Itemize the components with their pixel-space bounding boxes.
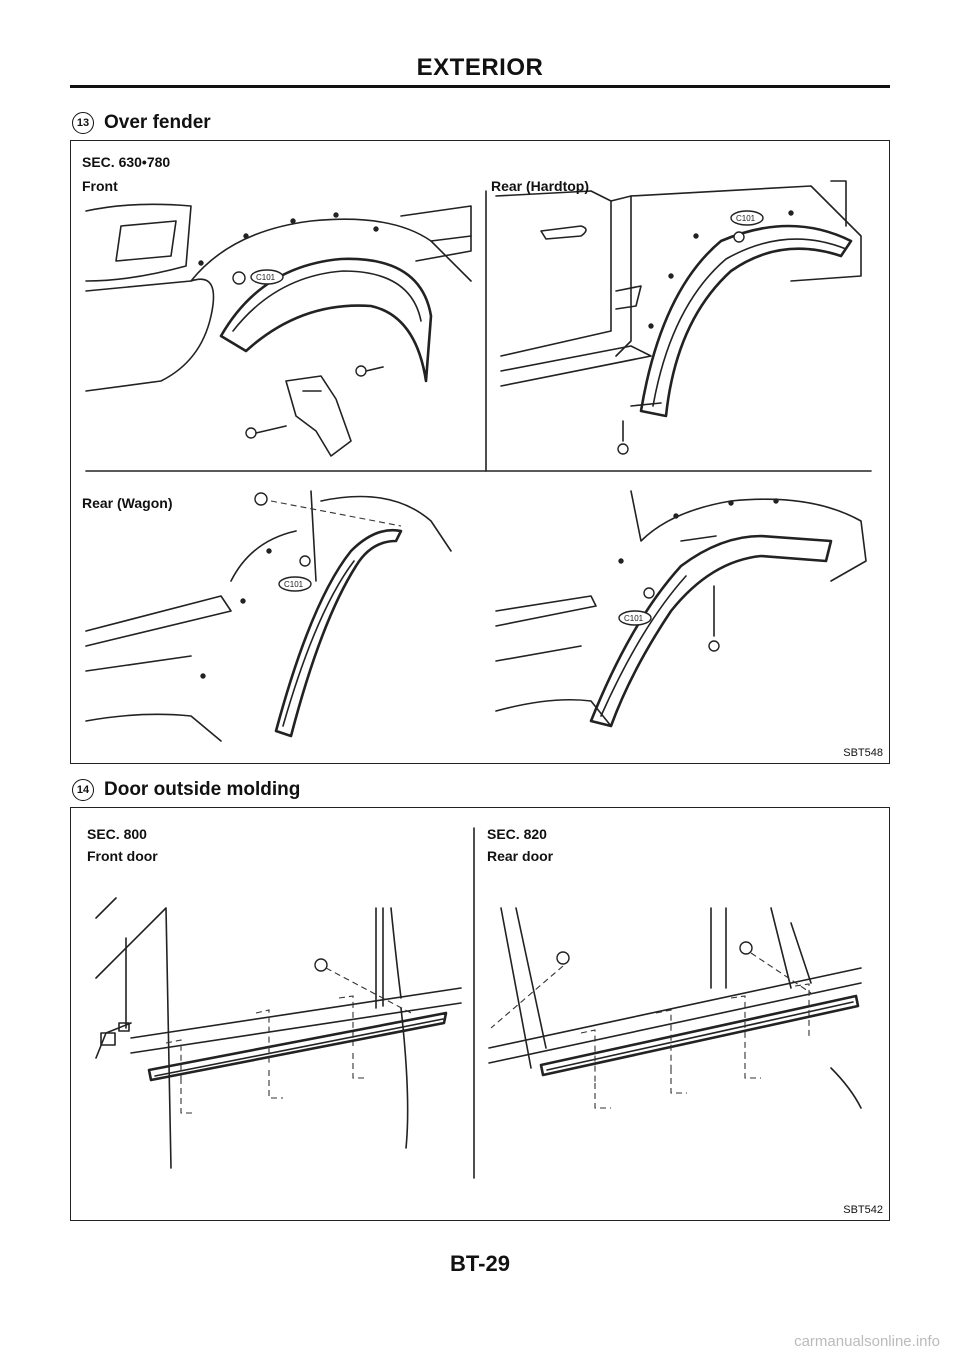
hardtop-clip-label: C101 bbox=[736, 214, 756, 223]
wagon-alt-clip-label: C101 bbox=[624, 614, 644, 623]
rear-wagon-label: Rear (Wagon) bbox=[82, 495, 173, 511]
section-14-title: Door outside molding bbox=[104, 779, 301, 800]
front-clip-label: C101 bbox=[256, 273, 276, 282]
sec-820-label: SEC. 820 bbox=[487, 826, 547, 842]
section-13-title: Over fender bbox=[104, 112, 211, 133]
rear-hardtop-drawing: C101 bbox=[495, 180, 862, 455]
front-door-label: Front door bbox=[87, 848, 158, 864]
over-fender-illustration: C101 C101 bbox=[85, 180, 872, 742]
section-14-heading: 14 Door outside molding bbox=[72, 779, 300, 801]
page-header: EXTERIOR bbox=[70, 54, 890, 88]
front-door-drawing bbox=[95, 897, 462, 1169]
rear-door-drawing bbox=[488, 907, 862, 1109]
page-number: BT-29 bbox=[450, 1251, 510, 1276]
watermark: carmanualsonline.info bbox=[794, 1333, 940, 1350]
page-title: EXTERIOR bbox=[416, 54, 544, 81]
sec-800-label: SEC. 800 bbox=[87, 826, 147, 842]
rear-door-label: Rear door bbox=[487, 848, 554, 864]
over-fender-figure: C101 C101 bbox=[70, 140, 890, 764]
rear-wagon-drawing: C101 bbox=[85, 490, 452, 742]
rear-hardtop-label: Rear (Hardtop) bbox=[491, 178, 590, 194]
front-label: Front bbox=[82, 178, 118, 194]
wagon-clip-label: C101 bbox=[284, 580, 304, 589]
door-molding-illustration bbox=[95, 827, 862, 1179]
section-14-number: 14 bbox=[72, 779, 94, 801]
door-molding-figure: SEC. 800 Front door SEC. 820 Rear door S… bbox=[70, 807, 890, 1221]
section-13-number: 13 bbox=[72, 112, 94, 134]
front-fender-drawing: C101 bbox=[85, 203, 472, 457]
section-13-heading: 13 Over fender bbox=[72, 112, 211, 134]
figure-code-sbt548: SBT548 bbox=[843, 747, 883, 759]
rear-wagon-alt-drawing: C101 bbox=[495, 490, 867, 728]
figure-code-sbt542: SBT542 bbox=[843, 1204, 883, 1216]
header-rule bbox=[70, 85, 890, 88]
sec-630-780-label: SEC. 630•780 bbox=[82, 154, 171, 170]
